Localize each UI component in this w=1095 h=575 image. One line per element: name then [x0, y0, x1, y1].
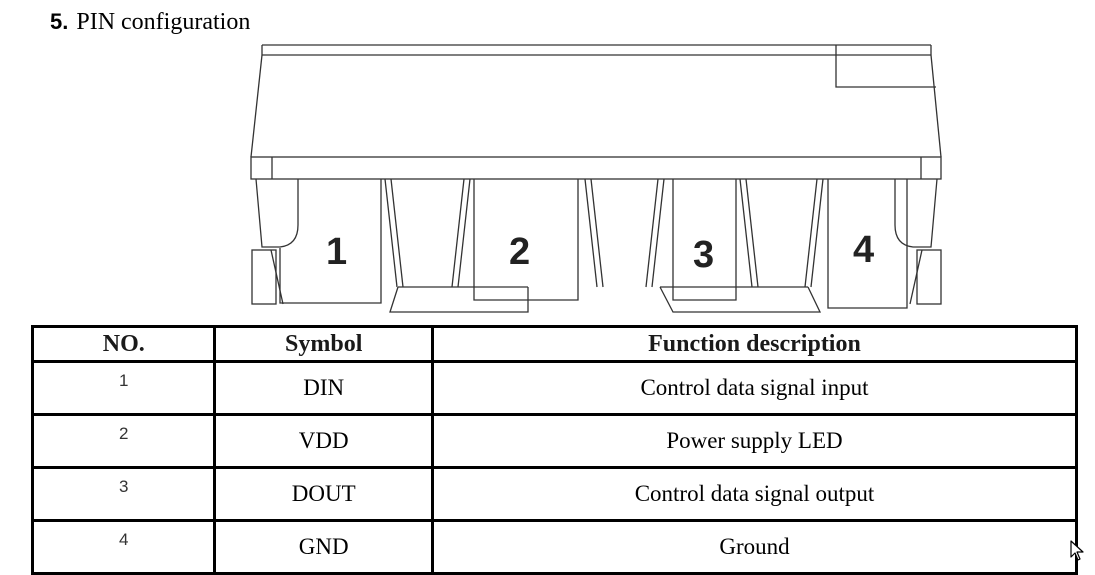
section-number: 5.: [50, 9, 69, 34]
table-row: 1 DIN Control data signal input: [30, 360, 1079, 416]
pin-symbol: DOUT: [213, 466, 434, 522]
pin-function: Ground: [430, 519, 1079, 575]
column-header-symbol: Symbol: [213, 325, 434, 363]
pin-function: Control data signal output: [430, 466, 1079, 522]
pin-label-1: 1: [326, 231, 347, 273]
pin-label-3: 3: [693, 234, 714, 276]
pin-number: 2: [30, 413, 217, 469]
pin-number: 3: [30, 466, 217, 522]
pin-package-diagram: 1 2 3 4: [250, 44, 942, 313]
column-header-no: NO.: [30, 325, 217, 363]
pin-label-2: 2: [509, 231, 530, 273]
pin-symbol: VDD: [213, 413, 434, 469]
table-row: 4 GND Ground: [30, 519, 1079, 575]
pin-number: 1: [30, 360, 217, 416]
pin-label-4: 4: [853, 229, 874, 271]
pin-symbol: DIN: [213, 360, 434, 416]
section-title: PIN configuration: [76, 9, 251, 35]
table-row: 3 DOUT Control data signal output: [30, 466, 1079, 522]
pin-function: Control data signal input: [430, 360, 1079, 416]
pin-function: Power supply LED: [430, 413, 1079, 469]
column-header-function: Function description: [430, 325, 1079, 363]
pin-number: 4: [30, 519, 217, 575]
pin-function-table: NO. Symbol Function description 1 DIN Co…: [30, 325, 1079, 575]
pin-symbol: GND: [213, 519, 434, 575]
mouse-pointer-icon: [1070, 540, 1084, 561]
table-row: 2 VDD Power supply LED: [30, 413, 1079, 469]
section-heading: 5. PIN configuration: [50, 4, 250, 40]
table-header-row: NO. Symbol Function description: [30, 325, 1079, 363]
